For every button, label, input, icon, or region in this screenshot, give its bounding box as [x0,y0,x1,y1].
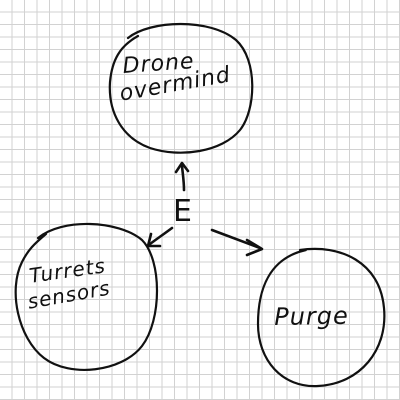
arrow-head-turrets-sensors [146,232,162,248]
node-circle-turrets-sensors [14,222,159,371]
arrow-head-purge [245,238,264,257]
node-circle-drone-overmind [108,22,254,154]
arrow-to-drone-overmind [180,164,186,192]
arrow-head-drone-overmind [174,161,190,174]
node-label-purge: Purge [273,301,350,331]
node-circle-purge [256,247,386,388]
arrow-to-purge [210,228,262,250]
arrow-to-turrets-sensors [148,226,174,246]
hub-label-e: E [173,194,192,229]
